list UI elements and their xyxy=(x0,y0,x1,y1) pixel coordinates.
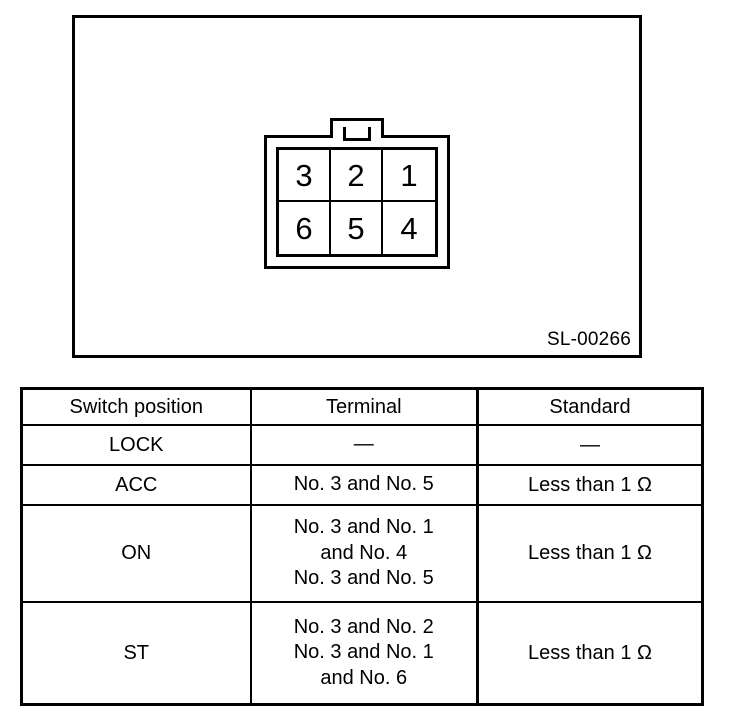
terminal-line: — xyxy=(353,433,374,456)
cell-terminal-lock: — xyxy=(249,424,479,466)
cell-standard-on: Less than 1 Ω xyxy=(476,504,704,603)
pin-cell-4: 4 xyxy=(400,210,418,246)
table-header-row: Switch position Terminal Standard xyxy=(20,387,704,426)
connector-outer-shell: 3 2 1 6 5 4 xyxy=(264,135,450,269)
connector-figure-panel: 3 2 1 6 5 4 SL-00266 xyxy=(72,15,642,358)
connector-pin-grid: 3 2 1 6 5 4 xyxy=(276,147,438,257)
pin-cell-5: 5 xyxy=(331,202,383,254)
pin-cell-2: 2 xyxy=(331,150,383,202)
switch-continuity-table: Switch position Terminal Standard LOCK —… xyxy=(20,387,704,706)
cell-position-acc: ACC xyxy=(20,464,252,506)
connector-assembly: 3 2 1 6 5 4 xyxy=(264,118,450,269)
connector-locking-tab xyxy=(330,118,384,141)
header-standard: Standard xyxy=(476,387,704,426)
header-terminal: Terminal xyxy=(249,387,479,426)
terminal-line: No. 3 and No. 1 xyxy=(293,641,434,664)
header-switch-position: Switch position xyxy=(20,387,252,426)
cell-position-st: ST xyxy=(20,601,252,706)
cell-standard-acc: Less than 1 Ω xyxy=(476,464,704,506)
cell-terminal-acc: No. 3 and No. 5 xyxy=(249,464,479,506)
pin-cell-3: 3 xyxy=(279,150,331,202)
terminal-line: and No. 6 xyxy=(320,666,408,689)
terminal-line: No. 3 and No. 1 xyxy=(293,516,434,539)
figure-id-label: SL-00266 xyxy=(546,329,631,350)
cell-standard-lock: — xyxy=(476,424,704,466)
pin-cell-1: 1 xyxy=(383,150,435,202)
terminal-line: No. 3 and No. 5 xyxy=(293,567,434,590)
cell-position-lock: LOCK xyxy=(20,424,252,466)
cell-standard-st: Less than 1 Ω xyxy=(476,601,704,706)
terminal-line: No. 3 and No. 5 xyxy=(293,473,434,496)
table-row-acc: ACC No. 3 and No. 5 Less than 1 Ω xyxy=(20,464,704,506)
terminal-line: and No. 4 xyxy=(320,541,408,564)
cell-position-on: ON xyxy=(20,504,252,603)
terminal-line: No. 3 and No. 2 xyxy=(293,615,434,638)
connector-tab-notch xyxy=(343,127,371,141)
table-row-lock: LOCK — — xyxy=(20,424,704,466)
pin-cell-6: 6 xyxy=(279,202,331,254)
